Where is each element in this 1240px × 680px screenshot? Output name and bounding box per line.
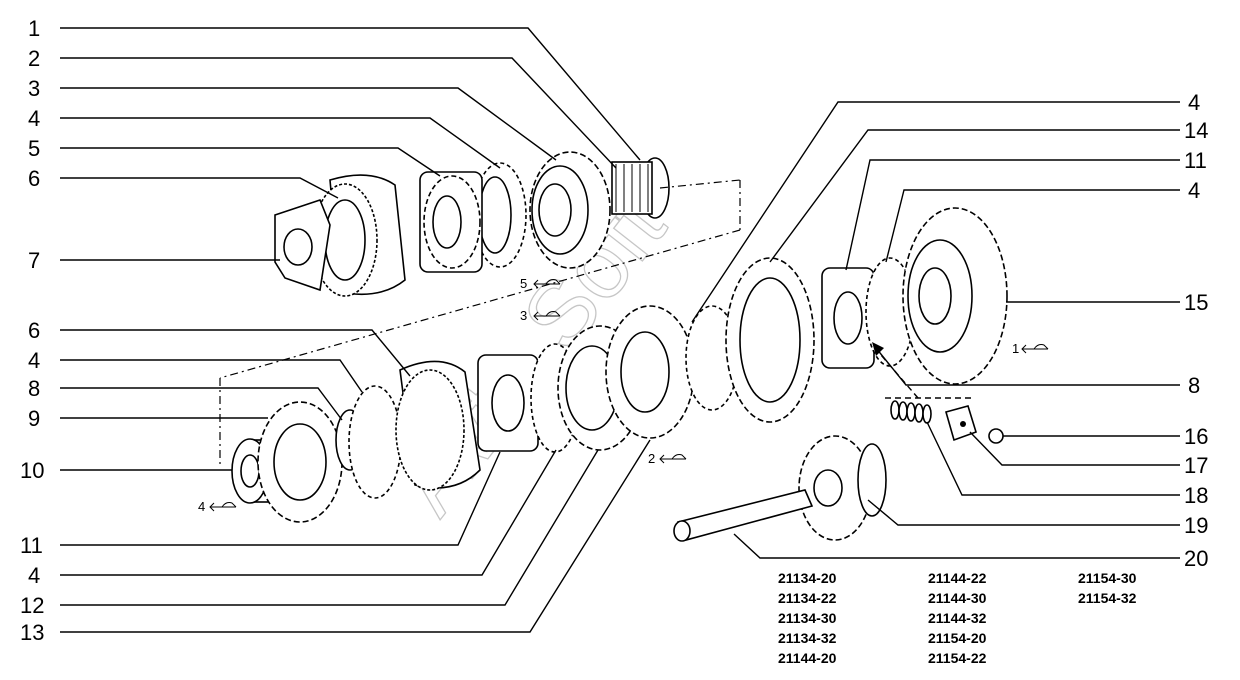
upper-shaft-assembly	[219, 151, 741, 468]
callout-left: 3	[28, 76, 40, 101]
view-ref-number: 2	[648, 451, 655, 466]
view-ref-number: 1	[1012, 341, 1019, 356]
upper-axis-connector	[219, 229, 741, 379]
model-code: 21144-30	[928, 590, 987, 606]
callout-left: 4	[28, 563, 40, 588]
part-16-ball	[988, 428, 1004, 444]
view-ref-number: 3	[520, 308, 527, 323]
model-code: 21144-22	[928, 570, 987, 586]
model-code: 21154-32	[1078, 590, 1137, 606]
part-17-block	[945, 405, 977, 442]
model-code: 21134-32	[778, 630, 837, 646]
model-code: 21154-22	[928, 650, 987, 666]
model-code: 21154-20	[928, 630, 987, 646]
model-code: 21134-30	[778, 610, 837, 626]
callout-right: 16	[1184, 424, 1208, 449]
part-20-idler-shaft	[673, 489, 814, 542]
callout-left: 8	[28, 376, 40, 401]
callout-right: 14	[1184, 118, 1208, 143]
callout-numbers-left: 1 2 3 4 5 6 7 6 4 8 9 10 11 4 12 13	[20, 16, 44, 645]
detent-assembly	[872, 342, 1004, 444]
lower-shaft-assembly	[231, 207, 1008, 542]
callout-left: 4	[28, 106, 40, 131]
model-code: 21134-20	[778, 570, 837, 586]
part-6-sleeve	[312, 174, 406, 297]
callout-left: 9	[28, 406, 40, 431]
callout-right: 20	[1184, 546, 1208, 571]
callout-left: 12	[20, 593, 44, 618]
part-14-gear	[725, 257, 815, 423]
leader-lines	[60, 27, 1180, 633]
model-codes-column-2: 21144-22 21144-30 21144-32 21154-20 2115…	[928, 568, 986, 668]
model-code: 21144-20	[778, 650, 837, 666]
callout-left: 7	[28, 248, 40, 273]
callout-left: 11	[20, 533, 43, 558]
callout-right: 4	[1188, 178, 1200, 203]
part-4-sync-ring	[473, 162, 527, 268]
model-code: 21134-22	[778, 590, 837, 606]
car-arrow-icon	[659, 454, 687, 464]
callout-right: 15	[1184, 290, 1208, 315]
car-arrow-icon	[533, 279, 561, 289]
view-ref: 3	[520, 308, 561, 323]
callout-right: 19	[1184, 513, 1208, 538]
part-13-gear	[605, 305, 695, 439]
callout-right: 18	[1184, 483, 1208, 508]
part-11-hub	[477, 354, 539, 452]
callout-left: 5	[28, 136, 40, 161]
part-19-idler-gear	[798, 435, 887, 541]
callout-left: 1	[28, 16, 40, 41]
view-ref-number: 5	[520, 276, 527, 291]
callout-numbers-right: 4 14 11 4 15 8 16 17 18 19 20	[1184, 90, 1208, 571]
callout-right: 4	[1188, 90, 1200, 115]
view-ref: 1	[1012, 341, 1049, 356]
callout-left: 2	[28, 46, 40, 71]
model-codes-column-3: 21154-30 21154-32	[1078, 568, 1136, 608]
callout-left: 13	[20, 620, 44, 645]
view-ref: 5	[520, 276, 561, 291]
callout-left: 6	[28, 166, 40, 191]
callout-left: 6	[28, 318, 40, 343]
part-7-lock-plate	[274, 199, 331, 292]
callout-left: 4	[28, 348, 40, 373]
model-code: 21144-32	[928, 610, 987, 626]
view-ref-number: 4	[198, 499, 205, 514]
car-arrow-icon	[533, 311, 561, 321]
model-codes-column-1: 21134-20 21134-22 21134-30 21134-32 2114…	[778, 568, 836, 668]
part-18-spring	[890, 400, 932, 424]
part-3-gear	[529, 151, 611, 269]
part-11-hub-right	[821, 267, 875, 369]
part-9-gear	[257, 401, 343, 523]
part-4-sync-ring-lower	[348, 385, 402, 499]
callout-right: 8	[1188, 373, 1200, 398]
car-arrow-icon	[1021, 344, 1049, 354]
callout-right: 17	[1184, 453, 1208, 478]
view-ref-markers: 5 3 1 2	[198, 276, 1049, 514]
part-5-hub	[419, 171, 483, 273]
callout-left: 10	[20, 458, 44, 483]
callout-right: 11	[1184, 148, 1207, 173]
view-ref: 2	[648, 451, 687, 466]
detent-arrow-icon	[872, 342, 884, 356]
part-1-bushing	[611, 157, 670, 219]
part-15-gear	[902, 207, 1008, 385]
part-6-sleeve-lower	[395, 360, 481, 491]
upper-axis-line	[659, 179, 741, 189]
model-codes-table: 21134-20 21134-22 21134-30 21134-32 2114…	[778, 568, 1218, 668]
view-ref: 4	[198, 499, 237, 514]
car-arrow-icon	[209, 502, 237, 512]
model-code: 21154-30	[1078, 570, 1137, 586]
